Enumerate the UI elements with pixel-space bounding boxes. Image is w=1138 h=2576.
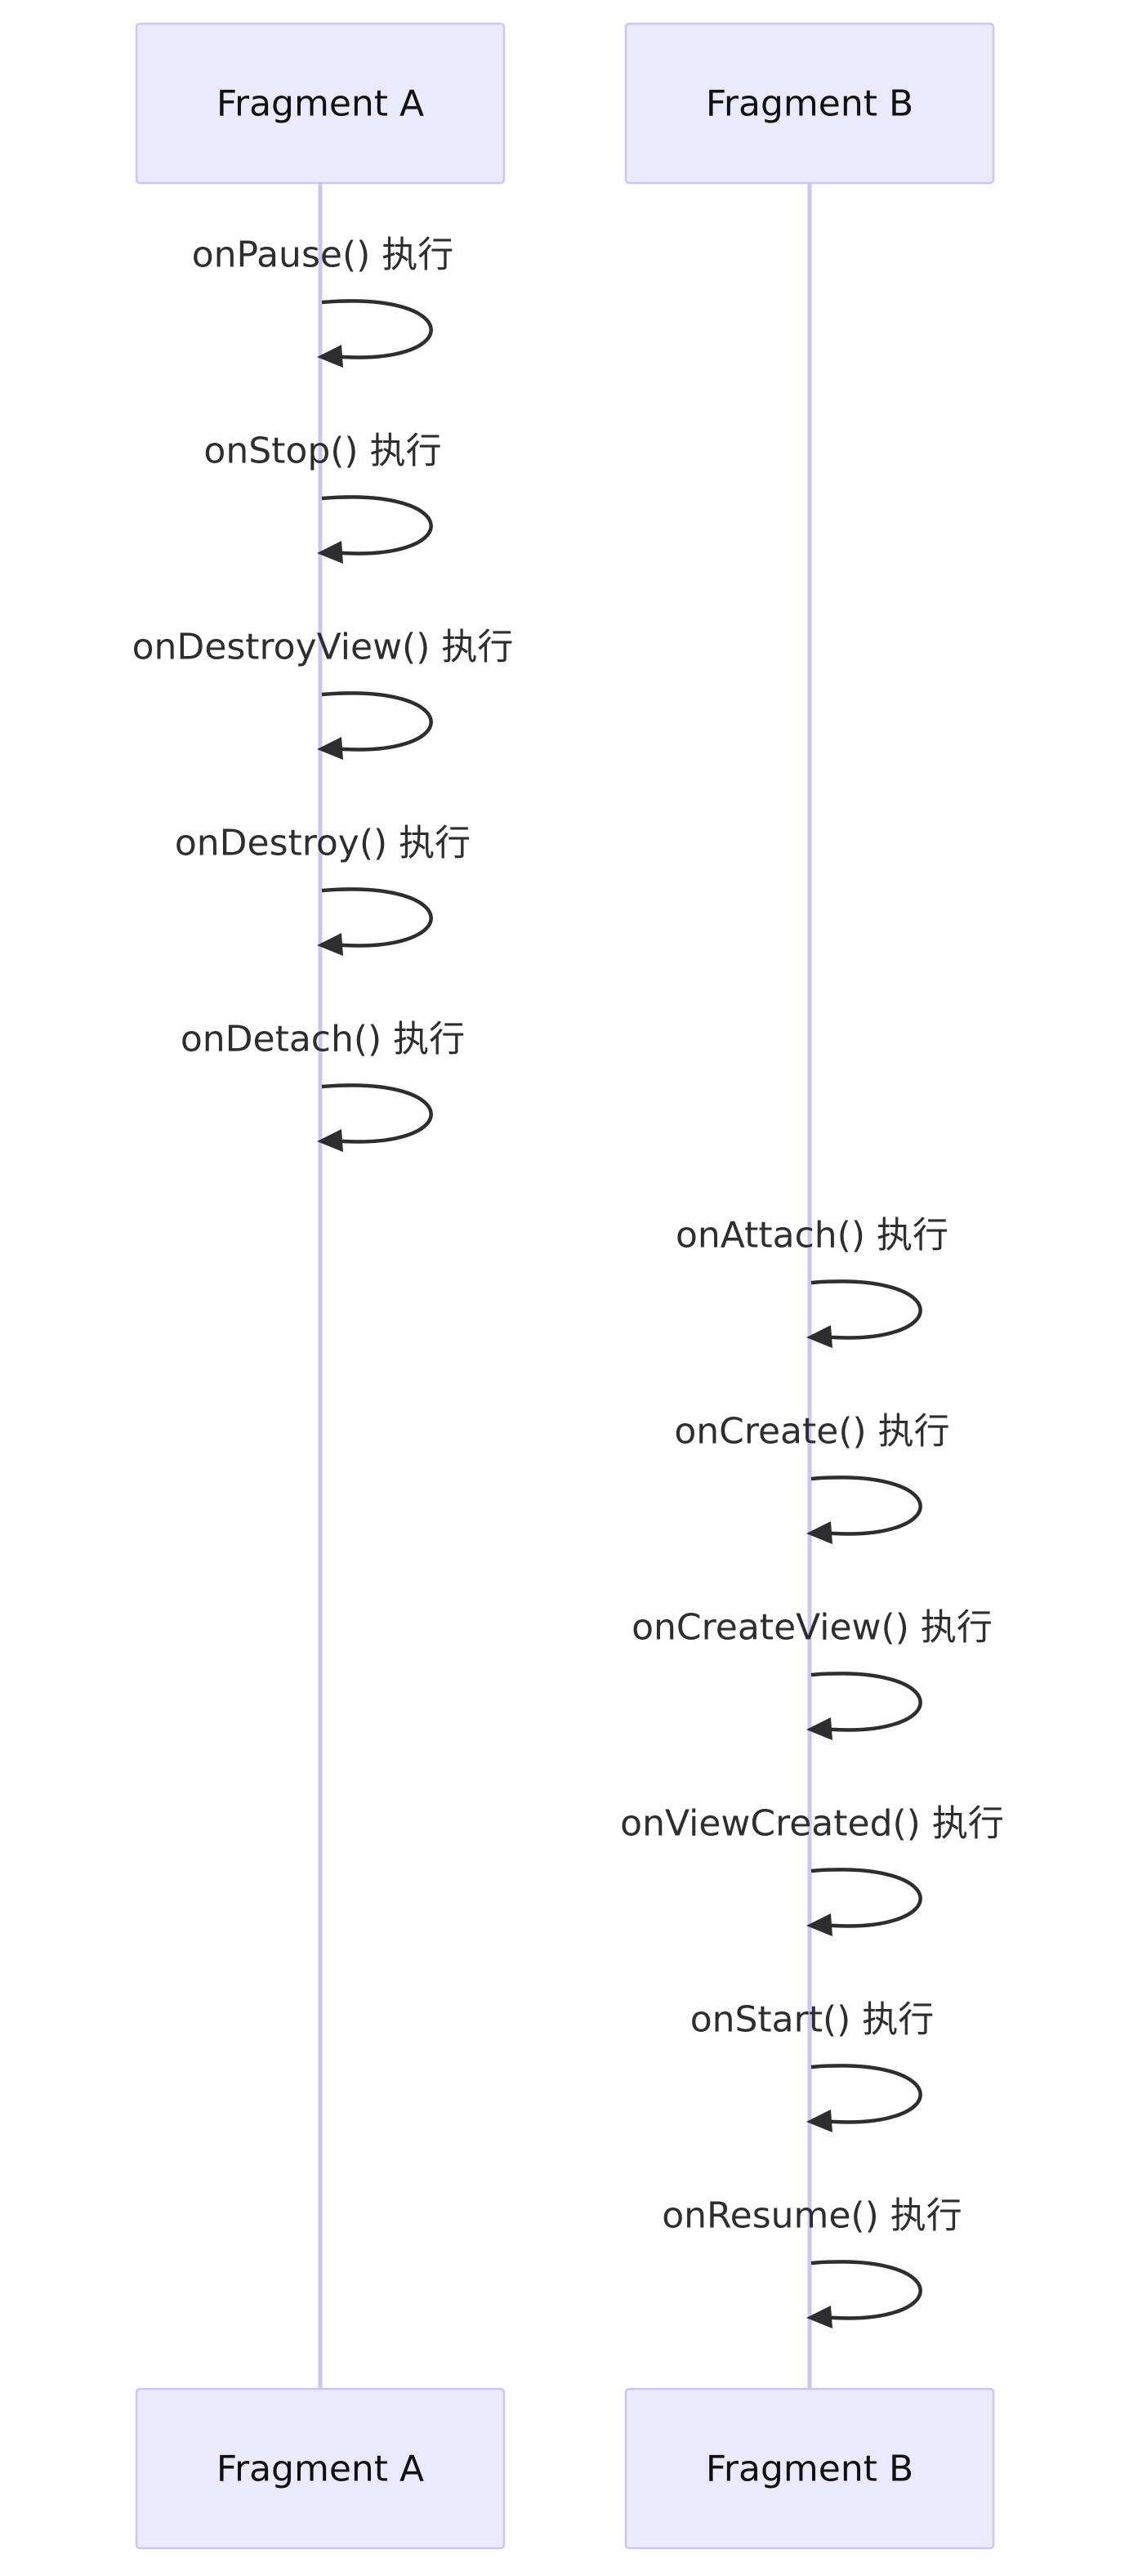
message-label: onCreate() 执行 bbox=[674, 1411, 949, 1453]
arrowhead bbox=[806, 1521, 832, 1544]
participant-label: Fragment B bbox=[706, 2449, 913, 2490]
message-label: onViewCreated() 执行 bbox=[620, 1803, 1004, 1845]
self-message-2: onDestroyView() 执行 bbox=[132, 627, 514, 760]
participant-bottom-fragment-b: Fragment B bbox=[624, 2387, 995, 2550]
arrowhead bbox=[317, 1129, 343, 1152]
arrowhead bbox=[317, 737, 343, 760]
self-message-6: onCreate() 执行 bbox=[674, 1411, 950, 1544]
arrowhead bbox=[317, 345, 343, 368]
message-label: onResume() 执行 bbox=[662, 2195, 962, 2237]
self-loop-arrow bbox=[321, 691, 433, 752]
participant-label: Fragment A bbox=[216, 2449, 424, 2490]
message-label: onAttach() 执行 bbox=[676, 1215, 948, 1257]
self-loop-arrow bbox=[810, 1279, 922, 1340]
message-label: onDetach() 执行 bbox=[181, 1019, 465, 1060]
arrowhead bbox=[806, 1325, 832, 1348]
arrowhead bbox=[806, 1913, 832, 1936]
self-message-9: onStart() 执行 bbox=[690, 1999, 935, 2132]
self-loop-arrow bbox=[810, 1476, 922, 1536]
self-loop-arrow bbox=[810, 1672, 922, 1732]
arrowhead bbox=[317, 933, 343, 956]
self-message-8: onViewCreated() 执行 bbox=[620, 1803, 1004, 1936]
self-message-3: onDestroy() 执行 bbox=[175, 823, 471, 956]
self-loop-arrow bbox=[321, 299, 433, 359]
self-loop-arrow bbox=[810, 2260, 922, 2320]
participant-label: Fragment A bbox=[216, 83, 424, 125]
self-loop-arrow bbox=[321, 1083, 433, 1144]
self-message-7: onCreateView() 执行 bbox=[631, 1607, 993, 1740]
arrowhead bbox=[806, 2306, 832, 2328]
participant-top-fragment-b: Fragment B bbox=[624, 22, 995, 185]
participant-label: Fragment B bbox=[706, 83, 913, 125]
arrowhead bbox=[317, 541, 343, 564]
self-message-1: onStop() 执行 bbox=[203, 431, 442, 564]
self-loop-arrow bbox=[810, 1868, 922, 1928]
message-label: onStart() 执行 bbox=[690, 1999, 935, 2041]
arrowhead bbox=[806, 2109, 832, 2132]
self-message-0: onPause() 执行 bbox=[192, 234, 454, 368]
message-label: onStop() 执行 bbox=[203, 431, 441, 472]
self-message-4: onDetach() 执行 bbox=[181, 1019, 465, 1152]
message-label: onDestroyView() 执行 bbox=[132, 627, 514, 668]
self-message-10: onResume() 执行 bbox=[662, 2195, 962, 2328]
self-message-5: onAttach() 执行 bbox=[676, 1215, 948, 1348]
message-label: onDestroy() 执行 bbox=[175, 823, 471, 864]
self-loop-arrow bbox=[810, 2064, 922, 2124]
participant-top-fragment-a: Fragment A bbox=[135, 22, 506, 185]
self-loop-arrow bbox=[321, 495, 433, 556]
message-label: onCreateView() 执行 bbox=[631, 1607, 993, 1649]
arrowhead bbox=[806, 1717, 832, 1740]
message-label: onPause() 执行 bbox=[192, 234, 454, 276]
self-loop-arrow bbox=[321, 887, 433, 948]
participant-bottom-fragment-a: Fragment A bbox=[135, 2387, 506, 2550]
